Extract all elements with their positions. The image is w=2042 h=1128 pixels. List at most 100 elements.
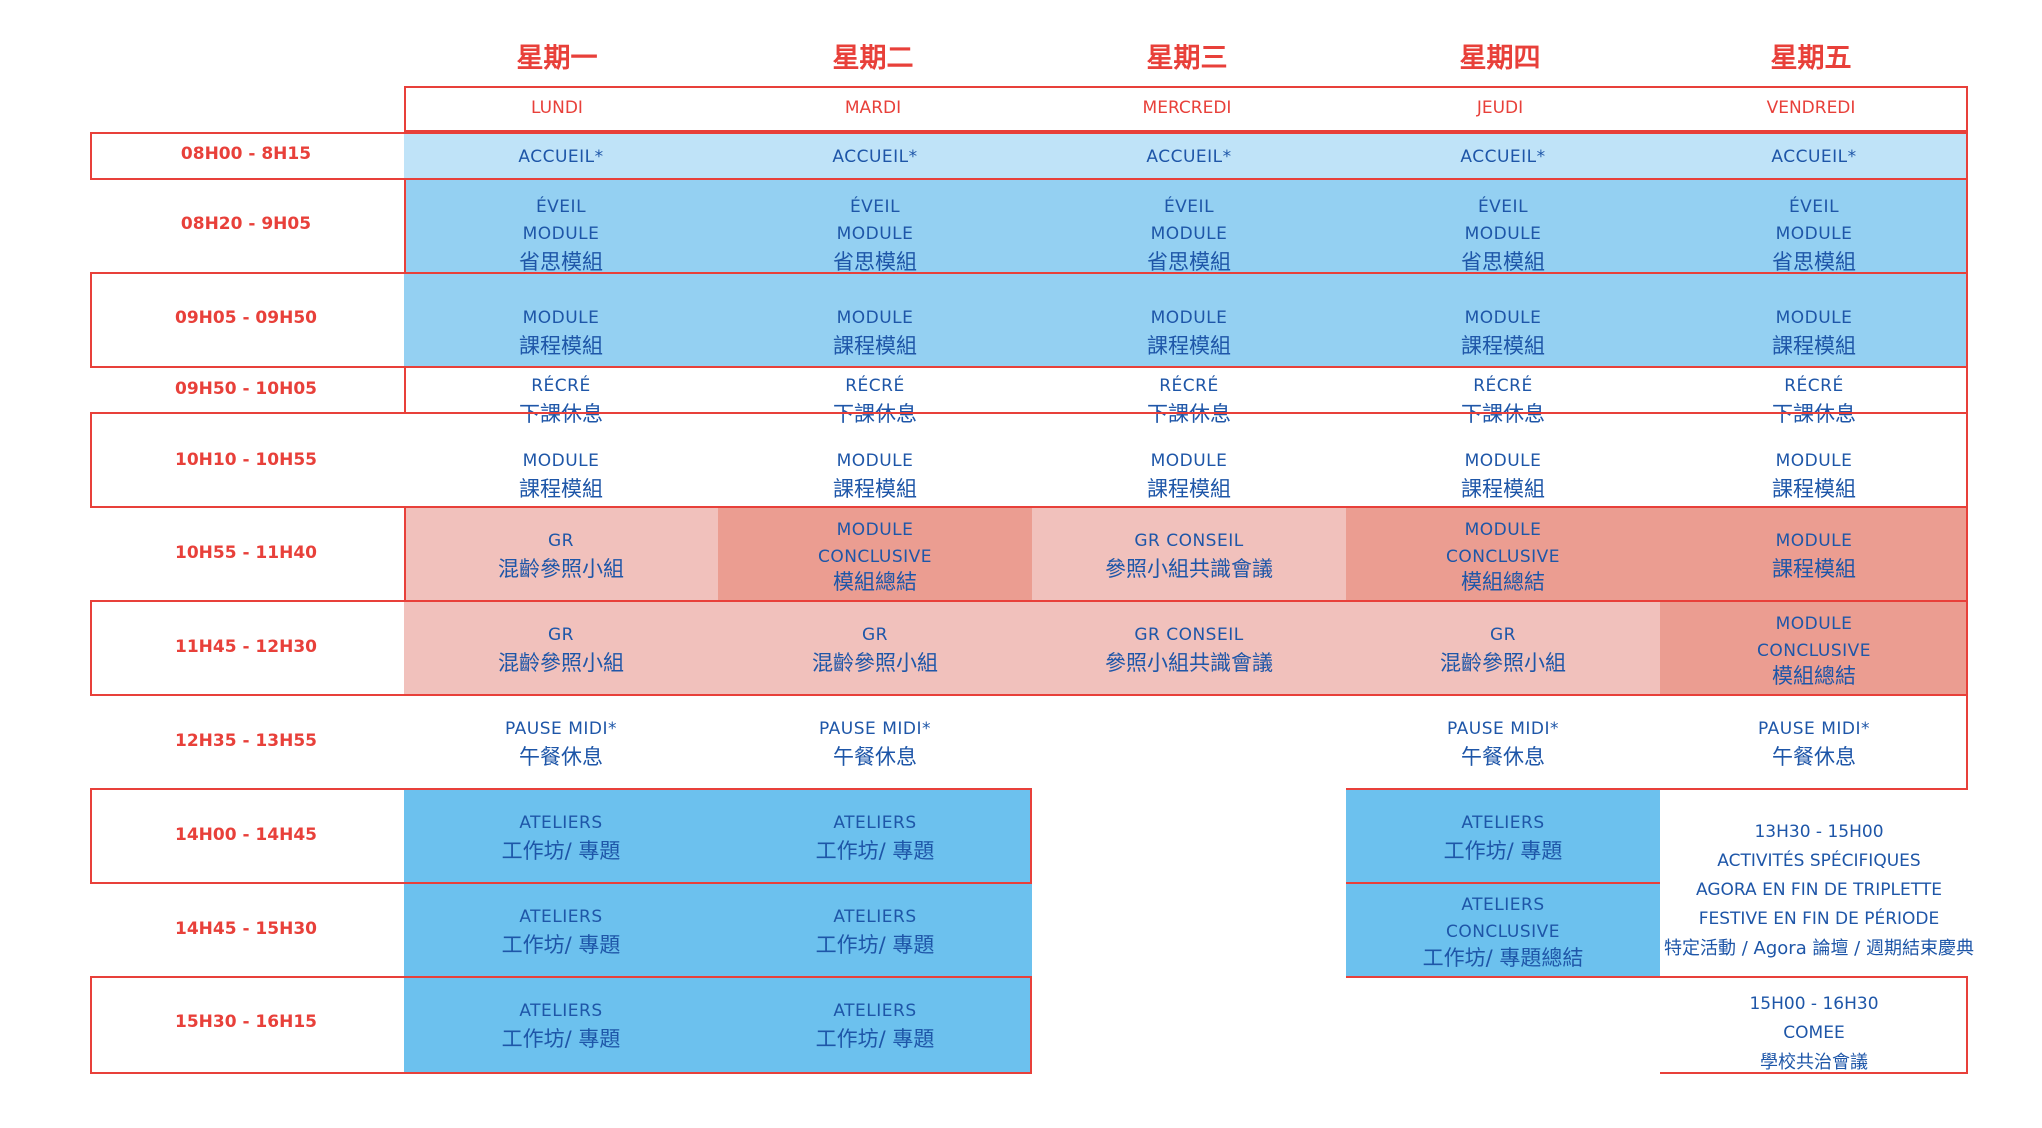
cell-label: MODULE: [1775, 307, 1853, 328]
cell-label-zh: 工作坊/ 專題: [1443, 838, 1563, 863]
cell-label-zh: 省思模組: [1461, 250, 1545, 274]
day-header-fr-friday: VENDREDI: [1766, 98, 1856, 118]
cell-label: ACCUEIL*: [1460, 146, 1546, 167]
cell-label-zh: 參照小組共識會議: [1105, 650, 1273, 675]
cell-label: ACCUEIL*: [1771, 146, 1857, 167]
cell-label: CONCLUSIVE: [1445, 922, 1561, 942]
cell-label-zh: 課程模組: [833, 333, 917, 358]
cell-label: RÉCRÉ: [1784, 375, 1844, 396]
day-header-fr-tuesday: MARDI: [844, 98, 902, 118]
fri-activity-zh: 特定活動 / Agora 論壇 / 週期結束慶典: [1664, 938, 1974, 959]
cell-label: ATELIERS: [1461, 895, 1545, 915]
cell-label-zh: 課程模組: [1772, 333, 1856, 358]
cell-label-zh: 課程模組: [1461, 476, 1545, 501]
cell-label: PAUSE MIDI*: [819, 718, 931, 739]
cell-label: MODULE: [1150, 224, 1228, 244]
cell-label-zh: 下課休息: [1461, 401, 1545, 426]
ateliers-mon-tue-band: [404, 790, 1032, 1074]
cell-label: GR CONSEIL: [1134, 530, 1244, 551]
cell-label: ÉVEIL: [1477, 197, 1529, 217]
cell-label-zh: 省思模組: [1772, 250, 1856, 274]
cell-label: ÉVEIL: [1788, 197, 1840, 217]
cell-label: MODULE: [836, 450, 914, 471]
cell-label: CONCLUSIVE: [1756, 641, 1872, 661]
cell-label-zh: 工作坊/ 專題: [501, 1026, 621, 1051]
cell-label-zh: 午餐休息: [519, 744, 603, 769]
fri-activity-agora: AGORA EN FIN DE TRIPLETTE: [1696, 880, 1942, 900]
cell-label-zh: 下課休息: [519, 401, 603, 426]
cell-label: MODULE: [836, 307, 914, 328]
cell-fri-recre: RÉCRÉ 下課休息: [1660, 372, 1968, 428]
ateliers-thu-band: [1346, 790, 1660, 978]
friday-comee-right: [1966, 976, 1968, 1074]
cell-thu-pause: PAUSE MIDI*午餐休息: [1346, 696, 1660, 790]
cell-label: ACCUEIL*: [832, 146, 918, 167]
pause-bottom-mon-tue: [404, 788, 1032, 790]
cell-label: MODULE: [1464, 520, 1542, 540]
cell-label: ACCUEIL*: [518, 146, 604, 167]
cell-label: MODULE: [836, 520, 914, 540]
cell-label: MODULE: [522, 307, 600, 328]
cell-label-zh: 模組總結: [1461, 570, 1545, 594]
cell-label: ÉVEIL: [849, 197, 901, 217]
day-header-cn-thursday: 星期四: [1459, 43, 1541, 74]
cell-label: GR CONSEIL: [1134, 624, 1244, 645]
time-slot-1: 08H00 - 8H15: [180, 144, 312, 164]
cell-label-zh: 下課休息: [1772, 401, 1856, 426]
cell-label: GR: [548, 530, 574, 551]
cell-label-zh: 下課休息: [1147, 401, 1231, 426]
fri-comee-zh: 學校共治會議: [1760, 1052, 1868, 1073]
fri-comee-time: 15H00 - 16H30: [1749, 994, 1879, 1014]
cell-label: MODULE: [522, 224, 600, 244]
cell-label-zh: 下課休息: [833, 401, 917, 426]
cell-label-zh: 省思模組: [519, 250, 603, 274]
cell-label: MODULE: [1150, 307, 1228, 328]
friday-specific-activities: 13H30 - 15H00 ACTIVITÉS SPÉCIFIQUES AGOR…: [1660, 818, 1978, 978]
cell-label: ATELIERS: [519, 906, 603, 927]
cell-label: ÉVEIL: [1163, 197, 1215, 217]
accueil-band: [404, 134, 1968, 180]
fri-comee-title: COMEE: [1783, 1023, 1845, 1043]
cell-label: ATELIERS: [833, 1000, 917, 1021]
cell-label-zh: 模組總結: [1772, 664, 1856, 688]
cell-thu-recre: RÉCRÉ 下課休息: [1346, 372, 1660, 428]
time-slot-8: 12H35 - 13H55: [175, 731, 317, 751]
day-header-cn-friday: 星期五: [1770, 43, 1852, 74]
day-header-cn-monday: 星期一: [516, 43, 598, 74]
thu-bottom-line: [1346, 976, 1660, 978]
cell-label: RÉCRÉ: [1473, 375, 1533, 396]
cell-thu-accueil: ACCUEIL*: [1346, 134, 1660, 180]
cell-label: MODULE: [1464, 307, 1542, 328]
cell-wed-gr-conseil-2: GR CONSEIL 參照小組共識會議: [1032, 602, 1346, 696]
cell-fri-accueil: ACCUEIL*: [1660, 134, 1968, 180]
time-slot-9: 14H00 - 14H45: [175, 825, 317, 845]
friday-comee-top: [1660, 976, 1968, 978]
cell-label: PAUSE MIDI*: [1758, 718, 1870, 739]
cell-label-zh: 工作坊/ 專題: [501, 838, 621, 863]
day-header-cn-tuesday: 星期二: [832, 43, 914, 74]
cell-label-zh: 混齡參照小組: [498, 556, 624, 581]
cell-label: ACCUEIL*: [1146, 146, 1232, 167]
cell-label-zh: 工作坊/ 專題: [815, 932, 935, 957]
cell-label: MODULE: [1464, 224, 1542, 244]
cell-label-zh: 課程模組: [1147, 476, 1231, 501]
friday-comee-bottom: [1660, 1072, 1968, 1074]
cell-label-zh: 混齡參照小組: [812, 650, 938, 675]
cell-label: ATELIERS: [833, 906, 917, 927]
time-slot-2: 08H20 - 9H05: [180, 214, 312, 234]
cell-label-zh: 省思模組: [833, 250, 917, 274]
